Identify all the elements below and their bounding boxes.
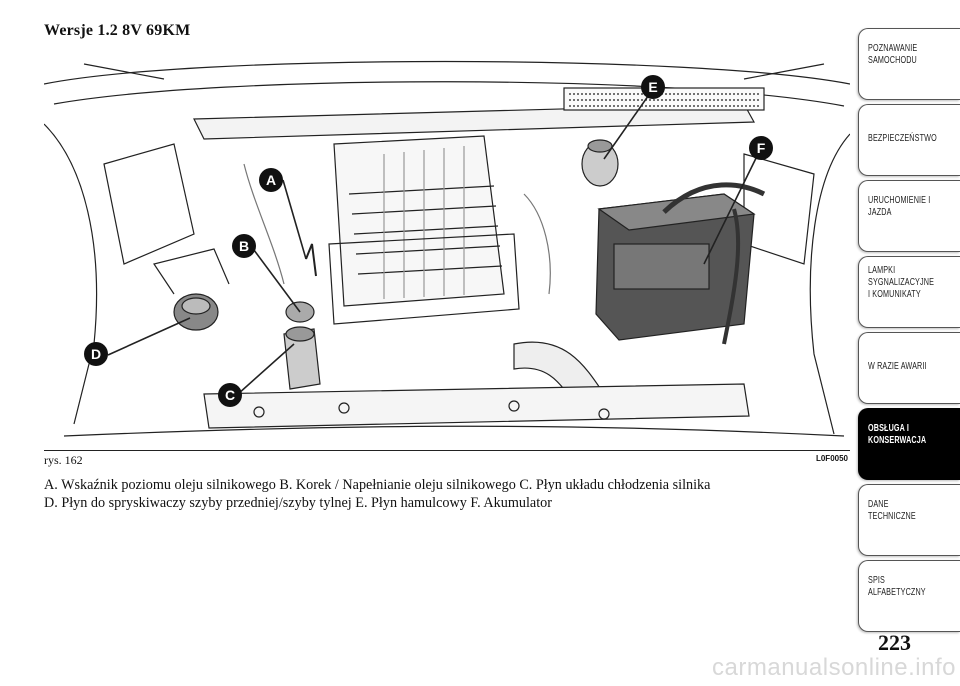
- tab-bezpieczenstwo[interactable]: BEZPIECZEŃSTWO: [858, 104, 960, 176]
- callout-c: C: [218, 383, 242, 407]
- legend-line-1: A. Wskaźnik poziomu oleju silnikowego B.…: [44, 477, 711, 493]
- legend-line-2: D. Płyn do spryskiwaczy szyby przedniej/…: [44, 495, 552, 511]
- svg-text:B: B: [239, 238, 249, 254]
- callout-e: E: [641, 75, 665, 99]
- callout-a: A: [259, 168, 283, 192]
- engine-bay-illustration: A B C D E F: [43, 44, 851, 450]
- tab-spis-alfabetyczny[interactable]: SPIS ALFABETYCZNY: [858, 560, 960, 632]
- svg-text:A: A: [266, 172, 276, 188]
- tab-dane-techniczne[interactable]: DANE TECHNICZNE: [858, 484, 960, 556]
- svg-text:F: F: [757, 140, 766, 156]
- figure-legend: A. Wskaźnik poziomu oleju silnikowego B.…: [44, 476, 844, 512]
- callout-b: B: [232, 234, 256, 258]
- tab-w-razie-awarii[interactable]: W RAZIE AWARII: [858, 332, 960, 404]
- tab-lampki-sygnalizacyjne[interactable]: LAMPKI SYGNALIZACYJNE I KOMUNIKATY: [858, 256, 960, 328]
- svg-text:D: D: [91, 346, 101, 362]
- tab-obsluga-i-konserwacja[interactable]: OBSŁUGA I KONSERWACJA: [858, 408, 960, 480]
- svg-text:C: C: [225, 387, 235, 403]
- tab-uruchomienie-i-jazda[interactable]: URUCHOMIENIE I JAZDA: [858, 180, 960, 252]
- callout-f: F: [749, 136, 773, 160]
- svg-text:E: E: [648, 79, 657, 95]
- tab-poznawanie-samochodu[interactable]: POZNAWANIE SAMOCHODU: [858, 28, 960, 100]
- page-number: 223: [878, 630, 911, 655]
- figure-code: L0F0050: [815, 454, 848, 463]
- watermark: carmanualsonline.info: [712, 654, 956, 681]
- section-title: Wersje 1.2 8V 69KM: [44, 22, 191, 39]
- figure-number: rys. 162: [44, 453, 83, 467]
- chapter-tabs: POZNAWANIE SAMOCHODU BEZPIECZEŃSTWO URUC…: [858, 0, 960, 650]
- callout-d: D: [84, 342, 108, 366]
- figure-caption-bar: rys. 162 L0F0050: [44, 450, 850, 467]
